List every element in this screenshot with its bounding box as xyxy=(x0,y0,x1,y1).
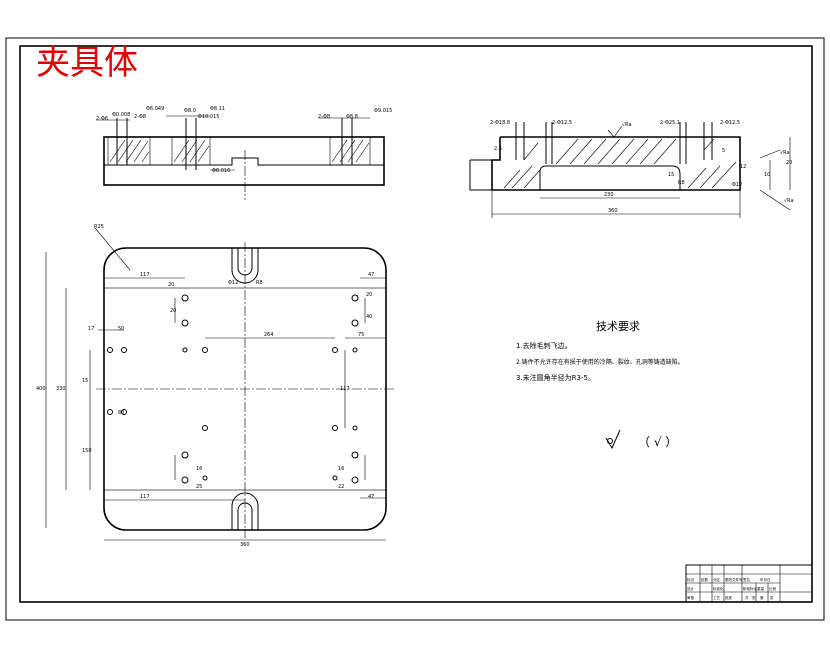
outer-border xyxy=(5,37,825,621)
svg-text:Φ8.8: Φ8.8 xyxy=(346,114,358,120)
svg-text:117: 117 xyxy=(340,386,350,392)
svg-text:47: 47 xyxy=(368,494,374,500)
front-section-view: 2-Φ6 Φ0.008 Φ6.049 2-Φ8 Φ8.0 Φ8.11 Φ10.0… xyxy=(96,106,392,200)
svg-text:12: 12 xyxy=(740,164,746,170)
svg-text:R8: R8 xyxy=(678,180,685,186)
svg-text:400: 400 xyxy=(36,386,46,392)
svg-text:设计: 设计 xyxy=(687,586,695,591)
svg-text:R8: R8 xyxy=(256,280,263,286)
svg-text:比例: 比例 xyxy=(769,586,777,591)
svg-text:16: 16 xyxy=(196,466,202,472)
svg-text:√Ra: √Ra xyxy=(784,198,794,204)
svg-text:Φ8.0: Φ8.0 xyxy=(184,108,196,114)
svg-text:工艺: 工艺 xyxy=(713,595,721,600)
svg-text:20: 20 xyxy=(170,308,176,314)
roughness-symbol xyxy=(605,429,621,450)
svg-text:20: 20 xyxy=(366,292,372,298)
svg-text:10: 10 xyxy=(764,172,770,178)
svg-text:重量: 重量 xyxy=(757,586,765,591)
svg-text:第: 第 xyxy=(760,595,764,600)
svg-text:2-Φ12.5: 2-Φ12.5 xyxy=(720,120,740,126)
svg-text:330: 330 xyxy=(56,386,66,392)
svg-text:150: 150 xyxy=(82,448,92,454)
svg-text:25: 25 xyxy=(196,484,202,490)
svg-text:15: 15 xyxy=(82,378,88,384)
inner-border xyxy=(19,45,813,603)
svg-text:50: 50 xyxy=(118,326,124,332)
svg-text:共: 共 xyxy=(745,595,749,600)
svg-text:83: 83 xyxy=(118,410,124,416)
svg-text:20: 20 xyxy=(168,282,174,288)
svg-text:47: 47 xyxy=(368,272,374,278)
svg-text:年月日: 年月日 xyxy=(760,577,771,582)
svg-text:更改文件号: 更改文件号 xyxy=(725,577,743,582)
svg-text:264: 264 xyxy=(264,332,274,338)
svg-text:75: 75 xyxy=(358,332,364,338)
svg-text:2-Φ6: 2-Φ6 xyxy=(96,116,108,122)
svg-text:Φ8.11: Φ8.11 xyxy=(210,106,225,112)
svg-text:张: 张 xyxy=(770,595,774,600)
plan-view: R25 117 47 20 20 20 40 17 264 50 75 15 1… xyxy=(36,224,394,548)
roughness-note: （ √ ） xyxy=(638,435,677,449)
svg-text:Φ8.016: Φ8.016 xyxy=(212,168,230,174)
drawing-title: 夹具体 xyxy=(36,43,138,83)
tech-item-2: 2.铸件不允许存在有损于使用的冷隔、裂纹、孔洞等铸造缺陷。 xyxy=(516,358,684,366)
side-section-view: 2-Φ18.8 2-Φ12.5 √Ra 2-Φ25.1 2-Φ12.5 2.5 … xyxy=(469,120,794,218)
svg-text:20: 20 xyxy=(786,160,792,166)
svg-text:117: 117 xyxy=(140,494,150,500)
svg-text:40: 40 xyxy=(366,314,372,320)
svg-text:R25: R25 xyxy=(94,224,104,230)
svg-text:标准化: 标准化 xyxy=(713,586,724,591)
svg-text:√Ra: √Ra xyxy=(622,122,632,128)
svg-text:分区: 分区 xyxy=(713,577,721,582)
svg-text:2-Φ8: 2-Φ8 xyxy=(134,114,146,120)
svg-text:处数: 处数 xyxy=(701,577,709,582)
svg-text:2.5: 2.5 xyxy=(494,146,502,152)
svg-text:2-Φ25.1: 2-Φ25.1 xyxy=(660,120,680,126)
tech-item-1: 1.去除毛刺飞边。 xyxy=(516,341,572,350)
technical-requirements: 技术要求 1.去除毛刺飞边。 2.铸件不允许存在有损于使用的冷隔、裂纹、孔洞等铸… xyxy=(516,320,684,450)
svg-text:签名: 签名 xyxy=(743,577,750,582)
svg-text:审核: 审核 xyxy=(687,595,695,600)
svg-text:Φ12: Φ12 xyxy=(732,182,742,188)
svg-text:2-Φ12.5: 2-Φ12.5 xyxy=(552,120,572,126)
svg-text:2-Φ18.8: 2-Φ18.8 xyxy=(490,120,510,126)
plan-holes xyxy=(107,294,359,484)
svg-text:360: 360 xyxy=(608,208,618,214)
svg-text:15: 15 xyxy=(668,172,674,178)
svg-text:2-Φ8: 2-Φ8 xyxy=(318,114,330,120)
svg-text:Φ10.015: Φ10.015 xyxy=(198,114,219,120)
svg-text:Φ12: Φ12 xyxy=(228,280,238,286)
svg-text:Φ9.015: Φ9.015 xyxy=(374,108,392,114)
svg-text:17: 17 xyxy=(88,326,94,332)
svg-text:√Ra: √Ra xyxy=(780,150,790,156)
tech-item-3: 3.未注圆角半径为R3-5。 xyxy=(516,373,595,382)
svg-text:标记: 标记 xyxy=(687,577,695,582)
svg-text:16: 16 xyxy=(338,466,344,472)
svg-text:张: 张 xyxy=(752,595,756,600)
svg-text:Φ6.049: Φ6.049 xyxy=(146,106,164,112)
svg-text:360: 360 xyxy=(240,542,250,548)
tech-heading: 技术要求 xyxy=(596,320,640,333)
svg-text:批准: 批准 xyxy=(725,595,733,600)
svg-text:5: 5 xyxy=(722,148,725,154)
svg-text:230: 230 xyxy=(604,192,614,198)
title-block: 标记 处数 分区 更改文件号 签名 年月日 设计 标准化 审核 工艺 批准 阶段… xyxy=(685,564,813,603)
svg-text:22: 22 xyxy=(338,484,344,490)
svg-text:阶段标记: 阶段标记 xyxy=(743,586,757,591)
svg-text:Φ0.008: Φ0.008 xyxy=(112,112,130,118)
svg-text:117: 117 xyxy=(140,272,150,278)
